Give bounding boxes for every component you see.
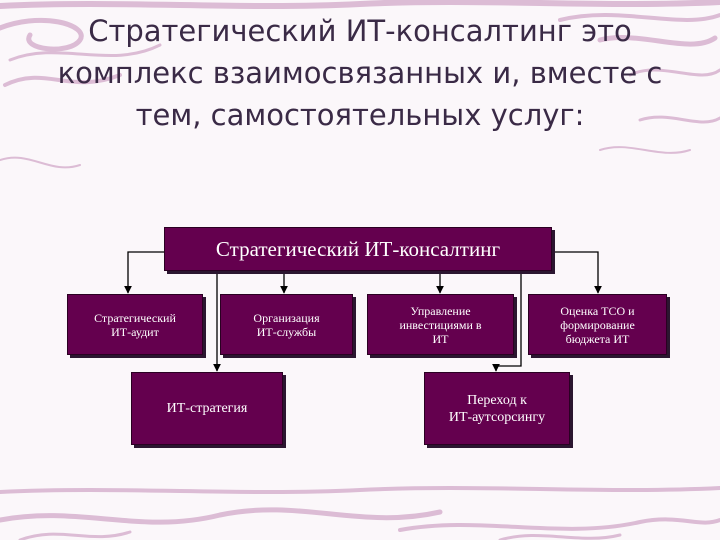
node-label: Переход к ИТ-аутсорсингу — [448, 392, 546, 425]
title-line-1: Стратегический ИТ-консалтинг это — [88, 14, 632, 48]
title-line-3: тем, самостоятельных услуг: — [135, 98, 585, 132]
connector-outsourcing — [492, 252, 522, 372]
connector-root-tco — [552, 251, 602, 294]
node-it-investment-management: Управление инвестициями в ИТ — [367, 294, 514, 355]
node-it-service-organization: Организация ИТ-службы — [220, 294, 353, 355]
node-label: Управление инвестициями в ИТ — [399, 303, 482, 346]
slide-title: Стратегический ИТ-консалтинг это комплек… — [40, 10, 680, 136]
node-it-strategy: ИТ-стратегия — [131, 372, 283, 445]
node-tco-budget: Оценка ТСО и формирование бюджета ИТ — [528, 294, 667, 355]
node-label: ИТ-стратегия — [166, 400, 248, 416]
node-strategic-it-audit: Стратегический ИТ-аудит — [67, 294, 203, 355]
node-label: Оценка ТСО и формирование бюджета ИТ — [560, 303, 635, 346]
node-strategic-it-consulting: Стратегический ИТ-консалтинг — [164, 227, 552, 271]
title-line-2: комплекс взаимосвязанных и, вместе с — [57, 56, 663, 90]
connector-root-audit — [124, 251, 164, 294]
node-label: Организация ИТ-службы — [253, 310, 320, 339]
node-label: Стратегический ИТ-аудит — [94, 310, 176, 339]
node-label: Стратегический ИТ-консалтинг — [215, 236, 501, 261]
node-it-outsourcing: Переход к ИТ-аутсорсингу — [424, 372, 570, 445]
